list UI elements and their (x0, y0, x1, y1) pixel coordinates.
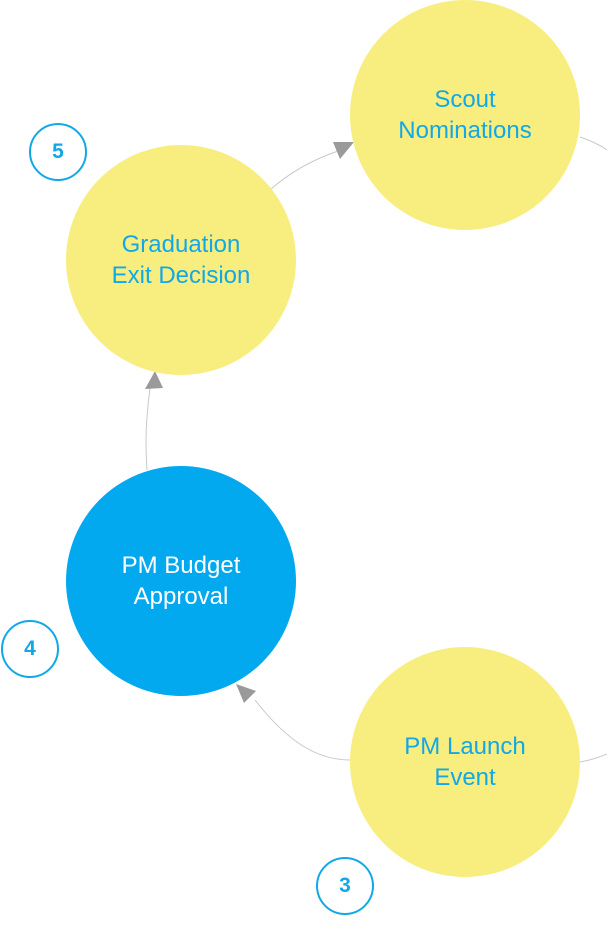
connector-budget-to-graduation (145, 387, 151, 471)
node-label-line: PM Launch (404, 733, 526, 760)
node-scout-nominations[interactable]: Scout Nominations (350, 0, 580, 230)
node-pm-budget-approval[interactable]: PM Budget Approval (66, 466, 296, 696)
node-label: Scout Nominations (382, 84, 547, 146)
node-label-line: Graduation (121, 231, 241, 258)
node-label-line: Approval (133, 583, 229, 610)
node-label-line: Event (434, 764, 496, 791)
connector-stub-scout-right (579, 136, 607, 151)
step-badge-number: 4 (24, 637, 36, 660)
connector-stub-launch-right (579, 753, 607, 763)
node-label-line: Exit Decision (111, 262, 251, 289)
arrowhead-to-budget (236, 684, 256, 703)
arrowhead-to-graduation (145, 371, 163, 389)
arrowhead-to-scout (333, 142, 354, 159)
connector-launch-to-budget (254, 699, 351, 761)
node-label-line: Nominations (398, 117, 532, 144)
node-label-line: Scout (434, 86, 496, 113)
node-label: PM Launch Event (388, 731, 541, 793)
step-badge-number: 3 (339, 874, 351, 897)
node-pm-launch-event[interactable]: PM Launch Event (350, 647, 580, 877)
step-badge-5: 5 (29, 123, 87, 181)
node-label-line: PM Budget (121, 552, 241, 579)
connector-graduation-to-scout (269, 150, 339, 191)
step-badge-number: 5 (52, 140, 64, 163)
node-label: Graduation Exit Decision (96, 229, 267, 291)
node-label: PM Budget Approval (106, 550, 257, 612)
step-badge-4: 4 (1, 620, 59, 678)
node-graduation-exit-decision[interactable]: Graduation Exit Decision (66, 145, 296, 375)
step-badge-3: 3 (316, 857, 374, 915)
